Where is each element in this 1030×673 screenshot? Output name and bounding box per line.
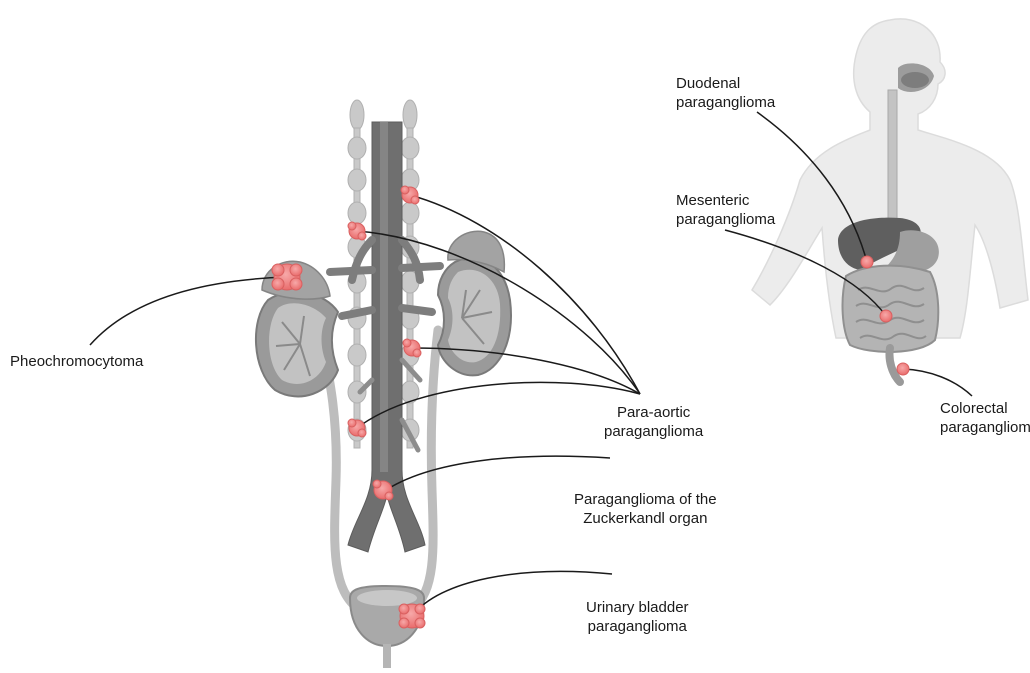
label-urinary-bladder-line1: Urinary bladder	[586, 598, 689, 617]
tumor-duodenal	[861, 256, 873, 268]
kidney-left	[256, 292, 338, 397]
label-duodenal-line1: Duodenal	[676, 74, 775, 93]
tumor-colorectal	[897, 363, 909, 375]
retroperitoneum-anatomy	[256, 100, 511, 668]
label-zuckerkandl-line2: Zuckerkandl organ	[574, 509, 717, 528]
label-colorectal-paraganglioma: Colorectal paraganglioma	[940, 399, 1030, 437]
tumor-para-aortic-1	[401, 186, 419, 204]
label-mesenteric-line1: Mesenteric	[676, 191, 775, 210]
label-para-aortic-paraganglioma: Para-aortic paraganglioma	[604, 403, 703, 441]
label-pheochromocytoma-text: Pheochromocytoma	[10, 352, 143, 371]
tumor-urinary-bladder	[399, 604, 425, 628]
label-para-aortic-line1: Para-aortic	[604, 403, 703, 422]
label-duodenal-line2: paraganglioma	[676, 93, 775, 112]
tumor-para-aortic-2	[348, 222, 366, 240]
label-mesenteric-line2: paraganglioma	[676, 210, 775, 229]
tumor-pheochromocytoma	[272, 264, 302, 290]
label-mesenteric-paraganglioma: Mesenteric paraganglioma	[676, 191, 775, 229]
torso-anatomy	[752, 19, 1028, 382]
label-zuckerkandl-paraganglioma: Paraganglioma of the Zuckerkandl organ	[574, 490, 717, 528]
intestines	[843, 266, 939, 382]
aorta-highlight	[380, 122, 388, 472]
label-zuckerkandl-line1: Paraganglioma of the	[574, 490, 717, 509]
esophagus	[888, 90, 897, 240]
label-colorectal-line2: paraganglioma	[940, 418, 1030, 437]
label-urinary-bladder-line2: paraganglioma	[586, 617, 689, 636]
label-colorectal-line1: Colorectal	[940, 399, 1030, 418]
label-para-aortic-line2: paraganglioma	[604, 422, 703, 441]
label-urinary-bladder-paraganglioma: Urinary bladder paraganglioma	[586, 598, 689, 636]
tumors	[272, 186, 909, 628]
tumor-mesenteric	[880, 310, 892, 322]
label-pheochromocytoma: Pheochromocytoma	[10, 352, 143, 371]
label-duodenal-paraganglioma: Duodenal paraganglioma	[676, 74, 775, 112]
